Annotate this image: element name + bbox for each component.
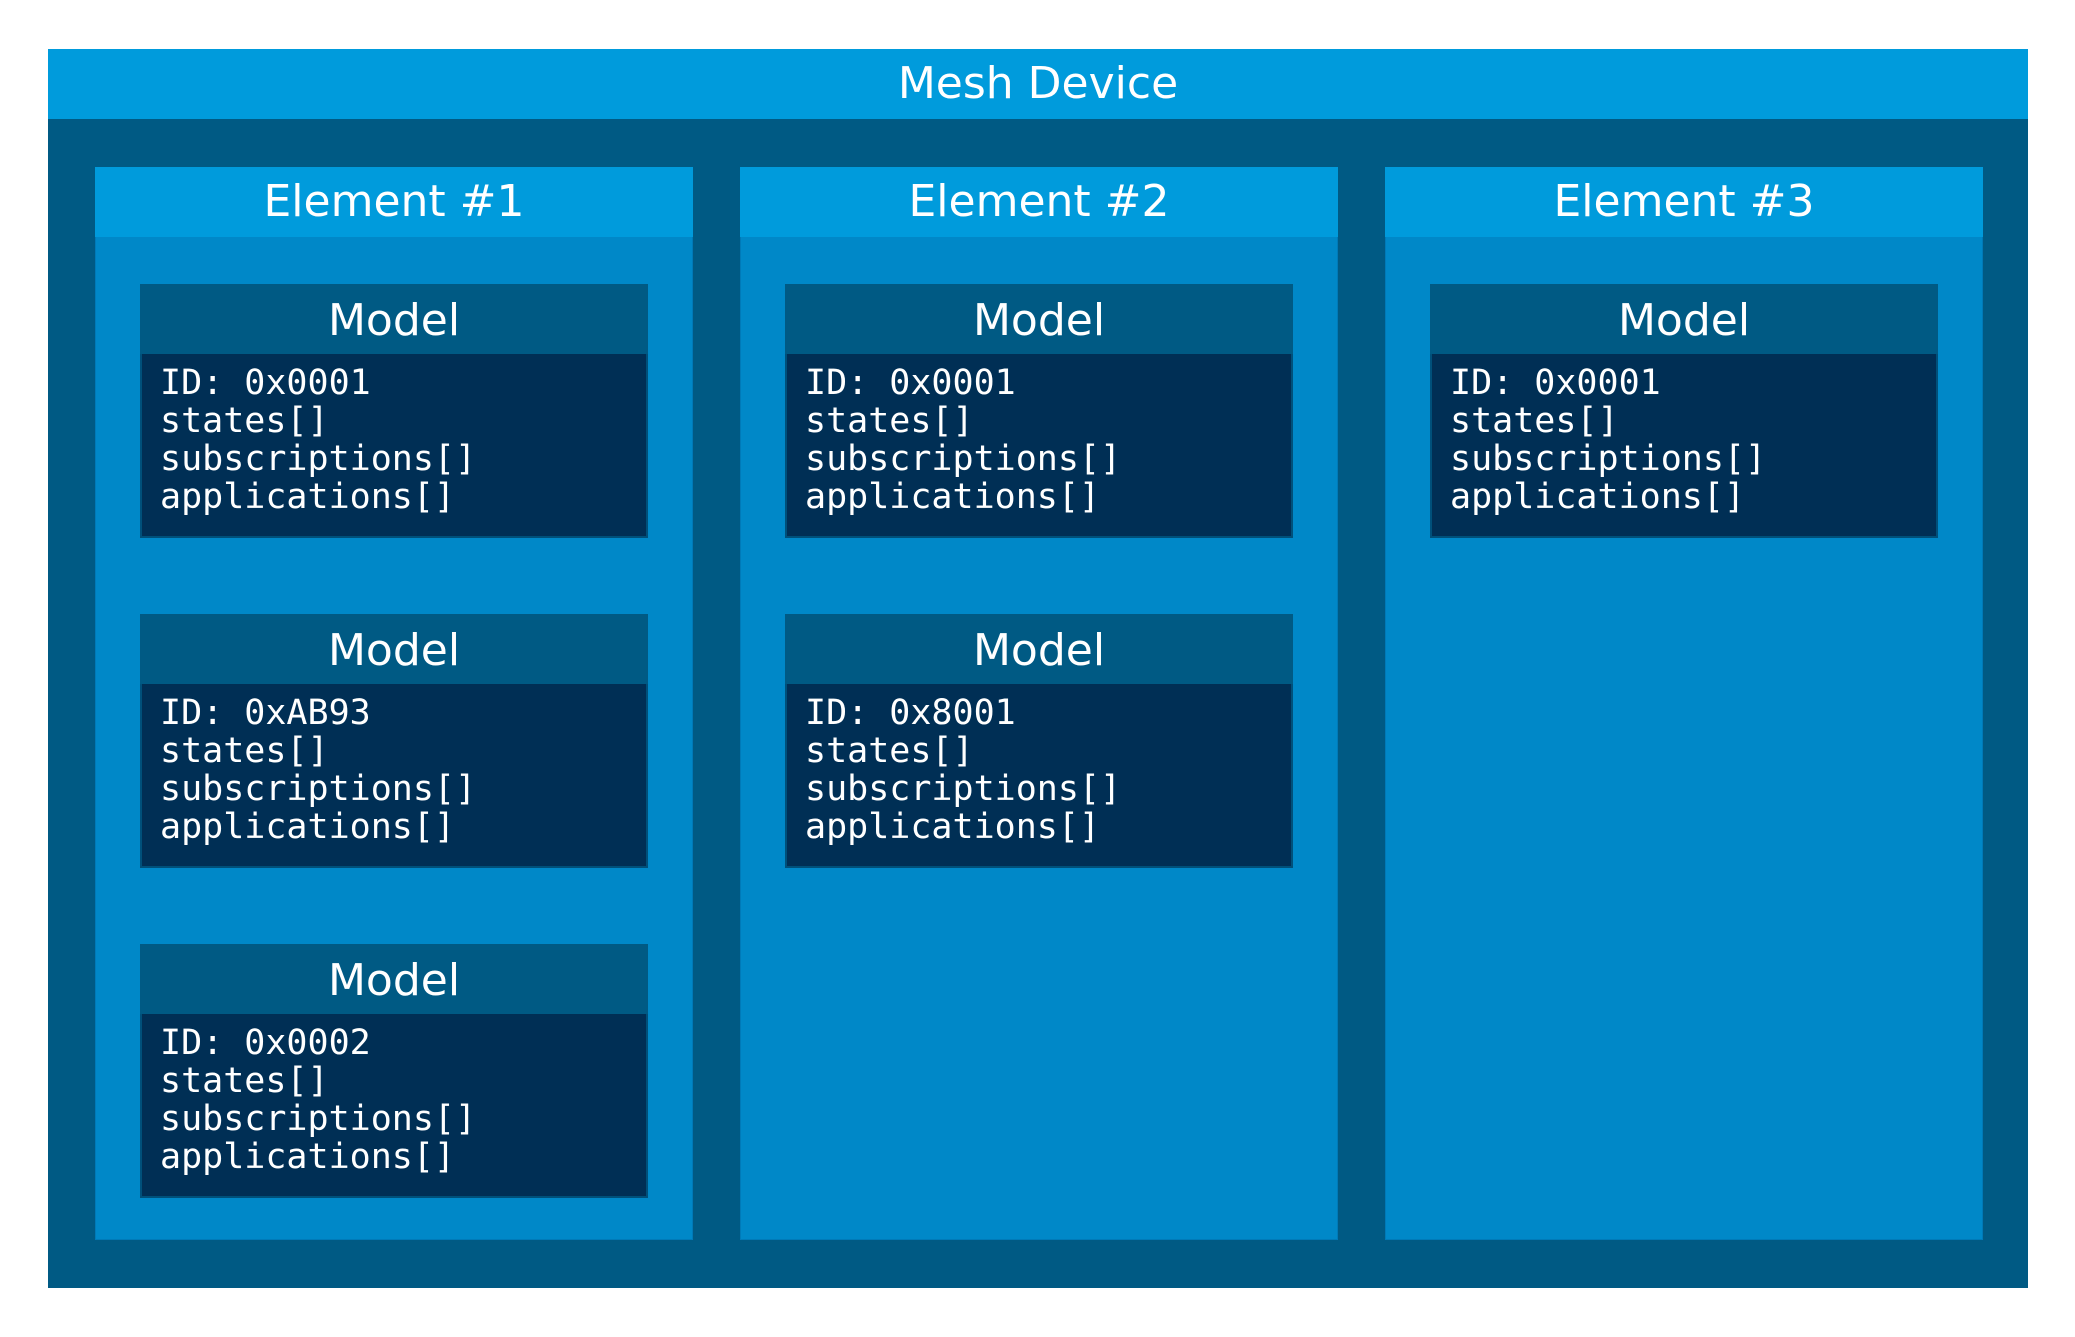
model-subscriptions: subscriptions[] [160, 1099, 477, 1139]
model-applications: applications[] [160, 807, 456, 847]
element-1-model-3: Model ID: 0x0002 states[] subscriptions[… [140, 944, 648, 1198]
element-2-title: Element #2 [740, 167, 1338, 237]
model-subscriptions: subscriptions[] [160, 769, 477, 809]
element-3-model-1: Model ID: 0x0001 states[] subscriptions[… [1430, 284, 1938, 538]
model-subscriptions: subscriptions[] [1450, 439, 1767, 479]
model-applications: applications[] [160, 1137, 456, 1177]
element-1-model-2: Model ID: 0xAB93 states[] subscriptions[… [140, 614, 648, 868]
model-body: ID: 0xAB93 states[] subscriptions[] appl… [140, 684, 648, 846]
element-2: Element #2 Model ID: 0x0001 states[] sub… [740, 167, 1338, 1240]
model-body: ID: 0x8001 states[] subscriptions[] appl… [785, 684, 1293, 846]
model-id: ID: 0x0001 [805, 363, 1016, 403]
model-states: states[] [805, 731, 974, 771]
model-id: ID: 0x0001 [1450, 363, 1661, 403]
model-id: ID: 0xAB93 [160, 693, 371, 733]
element-1-title: Element #1 [95, 167, 693, 237]
model-subscriptions: subscriptions[] [805, 439, 1122, 479]
model-body: ID: 0x0001 states[] subscriptions[] appl… [1430, 354, 1938, 516]
element-2-model-2: Model ID: 0x8001 states[] subscriptions[… [785, 614, 1293, 868]
model-states: states[] [805, 401, 974, 441]
element-1: Element #1 Model ID: 0x0001 states[] sub… [95, 167, 693, 1240]
model-applications: applications[] [160, 477, 456, 517]
element-3-title: Element #3 [1385, 167, 1983, 237]
model-applications: applications[] [1450, 477, 1746, 517]
model-title: Model [785, 614, 1293, 684]
model-title: Model [1430, 284, 1938, 354]
model-states: states[] [160, 731, 329, 771]
model-applications: applications[] [805, 477, 1101, 517]
model-id: ID: 0x0002 [160, 1023, 371, 1063]
model-states: states[] [1450, 401, 1619, 441]
model-states: states[] [160, 1061, 329, 1101]
model-subscriptions: subscriptions[] [805, 769, 1122, 809]
model-applications: applications[] [805, 807, 1101, 847]
model-title: Model [140, 614, 648, 684]
mesh-device: Mesh Device Element #1 Model ID: 0x0001 … [48, 49, 2028, 1288]
model-body: ID: 0x0001 states[] subscriptions[] appl… [785, 354, 1293, 516]
model-body: ID: 0x0002 states[] subscriptions[] appl… [140, 1014, 648, 1176]
mesh-device-title: Mesh Device [48, 49, 2028, 119]
model-body: ID: 0x0001 states[] subscriptions[] appl… [140, 354, 648, 516]
model-id: ID: 0x0001 [160, 363, 371, 403]
element-1-model-1: Model ID: 0x0001 states[] subscriptions[… [140, 284, 648, 538]
model-title: Model [785, 284, 1293, 354]
model-title: Model [140, 284, 648, 354]
model-title: Model [140, 944, 648, 1014]
element-2-model-1: Model ID: 0x0001 states[] subscriptions[… [785, 284, 1293, 538]
element-3: Element #3 Model ID: 0x0001 states[] sub… [1385, 167, 1983, 1240]
model-id: ID: 0x8001 [805, 693, 1016, 733]
model-subscriptions: subscriptions[] [160, 439, 477, 479]
model-states: states[] [160, 401, 329, 441]
